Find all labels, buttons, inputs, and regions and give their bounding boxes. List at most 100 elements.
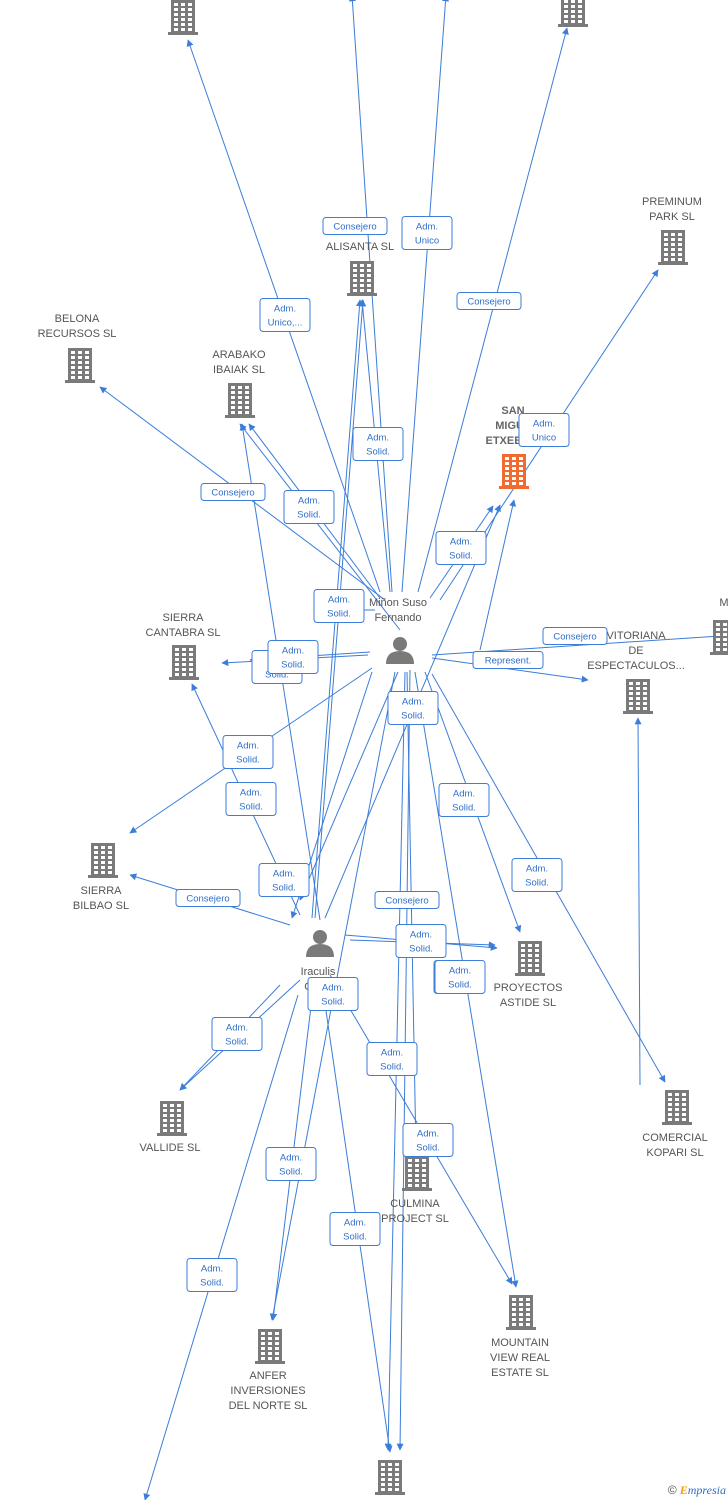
relation-label[interactable]: Consejero (456, 292, 522, 310)
relation-text: Solid. (297, 510, 321, 521)
node-label: CULMINA (390, 1198, 440, 1210)
relation-text: Consejero (186, 894, 229, 905)
relation-text: Solid. (321, 997, 345, 1008)
relation-label[interactable]: Adm.Unico,... (259, 298, 311, 332)
company-building-icon[interactable] (169, 645, 199, 680)
node-label: ARABAKO (212, 349, 266, 361)
relation-text: Consejero (211, 488, 254, 499)
relation-label[interactable]: Adm. Solid. (265, 1147, 317, 1181)
company-building-icon[interactable] (623, 679, 653, 714)
relation-label[interactable]: Adm. Solid. (435, 531, 487, 565)
relation-label[interactable]: Adm. Solid. (283, 490, 335, 524)
relation-text: Adm. (450, 537, 472, 548)
relation-label[interactable]: Represent. (472, 651, 544, 669)
company-building-icon[interactable] (662, 1090, 692, 1125)
company-building-icon[interactable] (515, 941, 545, 976)
company-building-icon[interactable] (506, 1295, 536, 1330)
relation-text: Adm. (280, 1153, 302, 1164)
relation-label[interactable]: Adm.Solid. (438, 783, 490, 817)
relation-label[interactable]: Adm.Solid. (511, 858, 563, 892)
relation-text: Solid. (236, 755, 260, 766)
relation-label[interactable]: Adm.Solid. (352, 427, 404, 461)
relation-label[interactable]: Adm.Solid. (225, 782, 277, 816)
relation-text: Solid. (380, 1062, 404, 1073)
relation-text: Solid. (225, 1037, 249, 1048)
empresia-logo[interactable]: © Empresia (667, 1483, 726, 1497)
relation-label[interactable]: Consejero (175, 889, 241, 907)
relation-text: Solid. (239, 802, 263, 813)
relation-text: Solid. (265, 670, 289, 681)
company-building-icon[interactable] (88, 843, 118, 878)
relation-text: Adm. (273, 869, 295, 880)
relation-label[interactable]: Adm.Solid. (387, 691, 439, 725)
company-building-icon[interactable] (499, 454, 529, 489)
relation-label[interactable]: Consejero (374, 891, 440, 909)
relation-label[interactable]: Adm.Solid. (313, 589, 365, 623)
relation-label[interactable]: Adm. Solid. (211, 1017, 263, 1051)
company-building-icon[interactable] (157, 1101, 187, 1136)
relation-text: Adm. (201, 1264, 223, 1275)
company-building-icon[interactable] (225, 383, 255, 418)
node-label: DE (628, 645, 643, 657)
relation-edge (143, 994, 299, 1500)
relation-text: Solid. (401, 711, 425, 722)
relation-text: Solid. (409, 944, 433, 955)
node-label: ESPECTACULOS... (587, 660, 685, 672)
person-icon[interactable] (386, 637, 414, 664)
node-label: SIERRA (81, 885, 123, 897)
relation-text: Solid. (525, 878, 549, 889)
relation-text: Represent. (485, 656, 531, 667)
relation-label[interactable]: Adm. Solid. (258, 863, 310, 897)
relation-text: Adm. (410, 930, 432, 941)
node-label: INVERSIONES (230, 1385, 305, 1397)
relation-text: Adm. (298, 496, 320, 507)
company-building-icon[interactable] (658, 230, 688, 265)
relation-text: Solid. (272, 883, 296, 894)
relation-text: Adm. (533, 419, 555, 430)
node-label: VITORIANA (606, 630, 666, 642)
relation-text: Solid. (279, 1167, 303, 1178)
relation-label[interactable]: Adm. Unico (518, 413, 570, 447)
relation-label[interactable]: Adm.Solid. (267, 640, 319, 674)
company-building-icon[interactable] (65, 348, 95, 383)
relation-label[interactable]: Adm. Solid. (395, 924, 447, 958)
relation-text: Adm. (282, 646, 304, 657)
company-building-icon[interactable] (402, 1156, 432, 1191)
relation-text: Unico (532, 433, 556, 444)
relation-text: Adm. (453, 789, 475, 800)
node-label: BELONA (55, 313, 100, 325)
relation-label[interactable]: Adm.Solid. (366, 1042, 418, 1076)
relation-text: Unico,... (268, 318, 303, 329)
relation-edge (634, 717, 642, 1086)
node-label: CANTABRA SL (146, 627, 221, 639)
node-label: PROYECTOS (494, 982, 563, 994)
relation-label[interactable]: Consejero (542, 627, 608, 645)
relation-text: Consejero (553, 632, 596, 643)
person-icon[interactable] (306, 930, 334, 957)
node-label: PREMINUM (642, 196, 702, 208)
node-label: M (719, 597, 728, 609)
node-label: Fernando (374, 612, 421, 624)
relation-label[interactable]: Adm.Solid. (222, 735, 274, 769)
relation-label[interactable]: Adm.Solid. (434, 960, 486, 994)
relation-edge (299, 671, 399, 901)
company-building-icon[interactable] (168, 0, 198, 35)
company-building-icon[interactable] (558, 0, 588, 27)
relation-text: Adm. (226, 1023, 248, 1034)
relation-text: Solid. (449, 551, 473, 562)
relation-label[interactable]: Adm.Solid. (329, 1212, 381, 1246)
company-building-icon[interactable] (347, 261, 377, 296)
relation-label[interactable]: Adm.Solid. (402, 1123, 454, 1157)
relation-text: Solid. (366, 447, 390, 458)
company-building-icon[interactable] (710, 620, 728, 655)
node-label: ALISANTA SL (326, 241, 394, 253)
company-building-icon[interactable] (255, 1329, 285, 1364)
relation-label[interactable]: Adm.Solid. (307, 977, 359, 1011)
relation-label[interactable]: Consejero (200, 483, 266, 501)
node-label: ESTATE SL (491, 1367, 549, 1379)
company-building-icon[interactable] (375, 1460, 405, 1495)
node-label: SIERRA (163, 612, 205, 624)
relation-label[interactable]: Adm.Solid. (186, 1258, 238, 1292)
relation-label[interactable]: Adm.Unico (401, 216, 453, 250)
relation-label[interactable]: Consejero (322, 217, 388, 235)
